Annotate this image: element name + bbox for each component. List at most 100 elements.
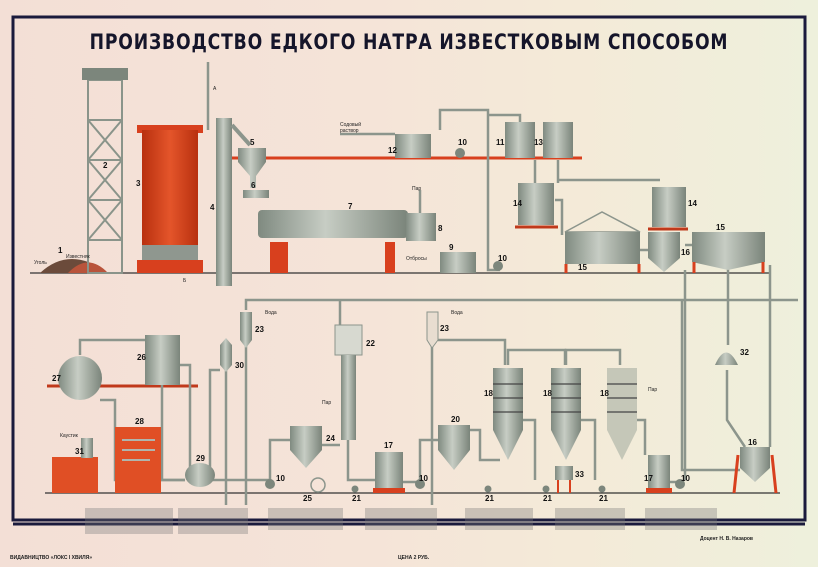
- tank-17-right: [648, 455, 670, 490]
- tank-9: [440, 252, 476, 273]
- receiver-29: [185, 463, 215, 487]
- equipment-number: 23: [255, 325, 264, 334]
- equipment-number: 28: [135, 417, 144, 426]
- equipment-number: 25: [303, 494, 312, 503]
- tank-20: [438, 425, 470, 470]
- equipment-number: 10: [276, 474, 285, 483]
- tank-14-right: [652, 187, 686, 227]
- tank-11: [505, 122, 535, 158]
- equipment-number: 12: [388, 146, 397, 155]
- pump-21-1: [351, 485, 359, 493]
- equipment-number: 18: [600, 389, 609, 398]
- equipment-number: 31: [75, 447, 84, 456]
- evaporators-18: [493, 368, 637, 460]
- label-a: А: [213, 86, 217, 92]
- skip-hoist-tower: [87, 79, 123, 274]
- equipment-number: 16: [748, 438, 757, 447]
- rotary-drum: [258, 210, 408, 238]
- fan-32: [715, 352, 738, 365]
- drum-31: [81, 438, 93, 458]
- label-coal: Уголь: [34, 260, 47, 266]
- author-credit: Доцент Н. В. Назаров: [700, 536, 754, 542]
- equipment-number: 23: [440, 324, 449, 333]
- equipment-number: 10: [681, 474, 690, 483]
- equipment-number: 24: [326, 434, 335, 443]
- equipment-number: 10: [458, 138, 467, 147]
- equipment-number: 20: [451, 415, 460, 424]
- equipment-number: 2: [103, 161, 108, 170]
- equipment-number: 14: [513, 199, 522, 208]
- vessel-27: [58, 356, 102, 400]
- label-waste: Отбросы: [406, 256, 427, 262]
- equipment-number: 18: [543, 389, 552, 398]
- publisher: ВИДАВНИЦТВО «ЛОКС І ХВИЛЯ»: [10, 555, 93, 561]
- equipment-number: 7: [348, 202, 353, 211]
- column-22-top: [334, 324, 363, 356]
- poster-title: ПРОИЗВОДСТВО ЕДКОГО НАТРА ИЗВЕСТКОВЫМ СП…: [89, 30, 729, 54]
- pump-10-top: [455, 148, 465, 158]
- clarifier-15: [565, 232, 640, 264]
- bucket-elevator: [216, 118, 232, 286]
- equipment-number: 4: [210, 203, 215, 212]
- equipment-number: 29: [196, 454, 205, 463]
- pump-10-lower-1: [265, 479, 275, 489]
- equipment-number: 16: [681, 248, 690, 257]
- label-soda-solution-2: раствор: [340, 128, 359, 134]
- equipment-number: 10: [419, 474, 428, 483]
- equipment-number: 21: [352, 494, 361, 503]
- equipment-number: 10: [498, 254, 507, 263]
- equipment-number: 17: [644, 474, 653, 483]
- condenser-23-right: [426, 311, 439, 349]
- pump-10: [493, 261, 503, 271]
- equipment-number: 9: [449, 243, 454, 252]
- pump-10-lower-2: [415, 479, 425, 489]
- equipment-number: 22: [366, 339, 375, 348]
- tower-hopper: [82, 68, 128, 80]
- equipment-number: 14: [688, 199, 697, 208]
- equipment-number: 32: [740, 348, 749, 357]
- caustic-box: [52, 457, 98, 493]
- equipment-number: 21: [485, 494, 494, 503]
- settler-16-lower: [740, 447, 770, 482]
- evaporator-18-3: [607, 368, 637, 460]
- label-water: Вода: [265, 310, 277, 316]
- column-22: [341, 355, 356, 440]
- equipment-number: 21: [543, 494, 552, 503]
- equipment-number: 18: [484, 389, 493, 398]
- price: ЦЕНА 2 РУБ.: [398, 555, 430, 561]
- equipment-number: 6: [251, 181, 256, 190]
- equipment-number: 15: [716, 223, 725, 232]
- tank-14-left: [518, 183, 554, 225]
- description-text-blocks: [85, 508, 717, 534]
- equipment-number: 33: [575, 470, 584, 479]
- equipment-number: 8: [438, 224, 443, 233]
- equipment-number: 26: [137, 353, 146, 362]
- label-steam-2: Пар: [322, 400, 331, 406]
- pump-21-2: [484, 485, 492, 493]
- evaporator-18-1: [493, 368, 523, 460]
- poster-frame: [11, 15, 807, 522]
- feeder-6: [243, 190, 269, 198]
- filter-24: [290, 426, 322, 468]
- evaporator-18-2: [551, 368, 581, 460]
- tank-12: [395, 134, 431, 158]
- equipment-number: 27: [52, 374, 61, 383]
- hopper-5: [238, 148, 266, 188]
- tank-26: [145, 335, 180, 385]
- label-steam: Пар: [412, 186, 421, 192]
- pump-21-4: [598, 485, 606, 493]
- equipment-number: 3: [136, 179, 141, 188]
- equipment-number: 30: [235, 361, 244, 370]
- equipment-number: 17: [384, 441, 393, 450]
- vessel-33: [555, 466, 573, 480]
- pipes-upper: [206, 62, 772, 480]
- lime-kiln: [142, 130, 198, 262]
- clarifier-15-right: [692, 232, 765, 270]
- equipment-number: 5: [250, 138, 255, 147]
- label-caustic: Каустик: [60, 433, 79, 439]
- settler-16: [648, 232, 680, 272]
- tank-13: [543, 122, 573, 158]
- equipment-number: 13: [534, 138, 543, 147]
